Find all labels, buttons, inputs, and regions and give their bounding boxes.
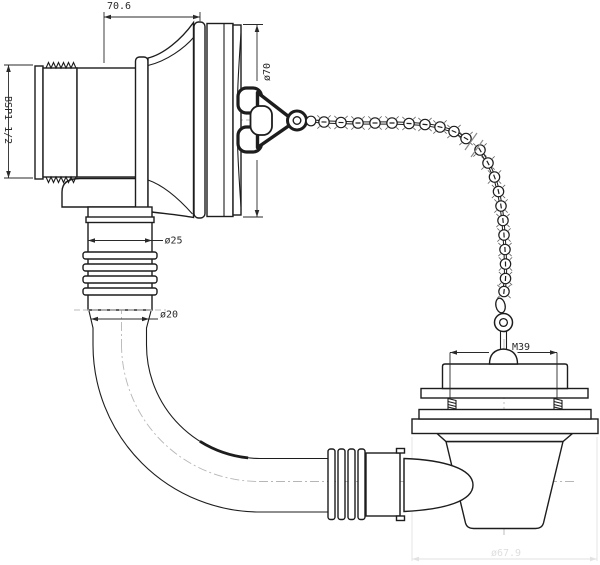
cylinder-cap-line	[399, 453, 405, 516]
hose-rib	[82, 263, 158, 272]
waste-thread-coil-right	[553, 397, 563, 410]
waste-plug	[441, 348, 569, 390]
hose-connector	[74, 206, 166, 311]
dim-pipe-label: ø20	[160, 310, 178, 321]
dim-faceplate-label: ø70	[262, 63, 273, 81]
plate-body	[206, 22, 234, 218]
overflow-plug	[236, 86, 308, 154]
arrowhead	[104, 14, 111, 20]
cylinder-tab-bottom	[395, 515, 406, 522]
dim-width-top-label: 70.6	[107, 1, 131, 12]
dim-width-top: 70.6	[103, 1, 201, 63]
connector-rib	[357, 448, 366, 521]
arrowhead	[145, 238, 152, 243]
dim-pipe: ø20	[91, 310, 178, 322]
elbow-inner-wall	[145, 344, 261, 460]
hose-rib	[82, 287, 158, 296]
arrowhead	[6, 65, 11, 72]
connector-rib	[347, 448, 356, 521]
waste-neck	[435, 432, 575, 443]
arrowhead	[193, 14, 200, 20]
arrowhead	[254, 210, 260, 217]
collar-ring	[134, 56, 149, 213]
thread-cap	[34, 65, 44, 180]
arrowhead	[590, 556, 597, 562]
arrowhead	[450, 350, 457, 355]
waste-flange-top	[420, 387, 589, 399]
plug-eye-hole	[498, 317, 509, 328]
waste-inlet-connection	[327, 447, 474, 522]
thread-body	[42, 67, 78, 178]
dim-waste-thread-label: M39	[512, 342, 530, 353]
thread-zigzag-top	[45, 61, 77, 70]
pipe-wall-left	[88, 310, 94, 345]
face-plate	[193, 21, 242, 219]
waste-flange-mid	[418, 408, 592, 420]
arrowhead	[6, 171, 11, 178]
hose-rib	[82, 251, 158, 260]
arrowhead	[142, 316, 149, 322]
waste-body	[411, 387, 599, 530]
waste-flange-wide	[411, 418, 599, 435]
dim-faceplate: ø70	[243, 24, 273, 218]
dim-thread-inlet: BSP1 1/2	[2, 64, 33, 179]
waste-thread-coil-left	[447, 397, 457, 410]
tube-flange	[85, 216, 155, 224]
dim-thread-inlet-label: BSP1 1/2	[2, 96, 13, 144]
waste-plug-dome	[488, 348, 519, 365]
dim-hose-label: ø25	[165, 236, 183, 247]
connector-rib	[337, 448, 346, 521]
inlet-pipe	[76, 67, 137, 178]
elbow-pipe	[88, 310, 330, 513]
overflow-body	[34, 20, 195, 219]
plug-handle-ring-hole	[292, 115, 302, 125]
arrowhead	[254, 25, 260, 32]
arrowhead	[88, 238, 95, 243]
plate-back-ring	[193, 21, 206, 219]
outlet-block	[61, 177, 137, 208]
arrowhead	[91, 316, 98, 322]
dim-waste-thread: M39	[449, 342, 558, 399]
elbow-centerline	[121, 343, 260, 482]
spigot-bulge	[403, 457, 474, 513]
elbow-inner-shading	[199, 440, 249, 460]
chain-break-marks	[464, 132, 484, 158]
waste-plug-body	[441, 363, 569, 390]
chain-end-connector	[493, 297, 514, 350]
chain-end-link	[495, 297, 506, 314]
dim-waste-flange-label: ø67.9	[491, 548, 521, 559]
cylinder-tab-top	[395, 447, 406, 454]
waste-lower-body	[445, 440, 564, 530]
connector-rib	[327, 448, 336, 521]
plug-handle-slot	[249, 105, 273, 136]
bell-inner-curve-top	[147, 36, 195, 67]
connector-cylinder	[365, 452, 401, 517]
arrowhead	[550, 350, 557, 355]
arrowhead	[412, 556, 419, 562]
hose-rib	[82, 275, 158, 284]
bell-inner-curve-bottom	[147, 179, 193, 215]
bell-housing	[147, 20, 195, 219]
thread-zigzag-bottom	[45, 175, 77, 184]
pipe-wall-right	[145, 310, 152, 345]
elbow-outer-wall	[92, 344, 261, 513]
dim-hose: ø25	[88, 236, 183, 247]
plate-front-ring	[232, 24, 242, 216]
ball-chain	[305, 115, 513, 299]
plug-stem	[499, 330, 508, 350]
